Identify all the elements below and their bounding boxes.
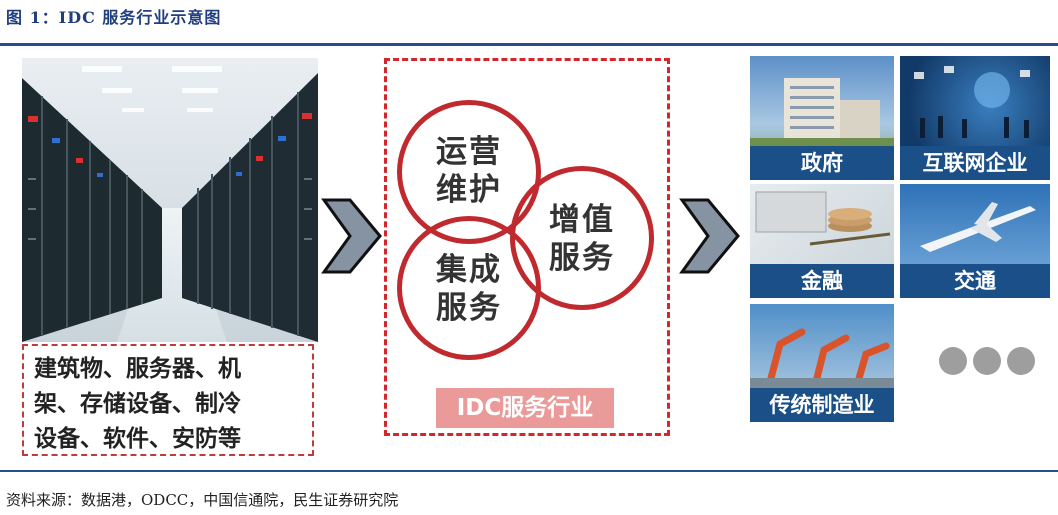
elements-line: 设备、软件、安防等 xyxy=(34,426,241,452)
chevron-right-icon xyxy=(321,198,382,274)
circle-label: 服务 xyxy=(549,240,615,276)
tile-transport: 交通 xyxy=(900,184,1050,298)
circle-label: 增值 xyxy=(549,202,615,238)
circle-operations: 运营 维护 xyxy=(397,100,541,244)
tile-label: 传统制造业 xyxy=(750,388,894,422)
tile-label: 金融 xyxy=(750,264,894,298)
circle-integration: 集成 服务 xyxy=(397,216,541,360)
figure-title: 图 1：IDC 服务行业示意图 xyxy=(6,8,222,27)
more-dot xyxy=(939,347,967,375)
government-building-icon xyxy=(750,78,894,146)
finance-icon xyxy=(755,191,891,246)
tile-label: 互联网企业 xyxy=(900,146,1050,180)
circle-label: 维护 xyxy=(436,172,502,208)
tile-finance: 金融 xyxy=(750,184,894,298)
source-note: 资料来源：数据港，ODCC，中国信通院，民生证券研究院 xyxy=(6,491,399,509)
elements-list: 建筑物、服务器、机 架、存储设备、制冷 设备、软件、安防等 xyxy=(22,344,314,456)
elements-line: 架、存储设备、制冷 xyxy=(34,391,241,417)
tile-government: 政府 xyxy=(750,56,894,180)
idc-industry-label: IDC服务行业 xyxy=(436,388,614,428)
circle-label: 运营 xyxy=(436,134,502,170)
idc-service-box xyxy=(384,58,670,436)
bottom-rule xyxy=(0,470,1058,472)
tile-internet: 互联网企业 xyxy=(900,56,1050,180)
robot-arm-icon xyxy=(750,328,894,388)
airplane-icon xyxy=(920,202,1036,252)
more-dot xyxy=(1007,347,1035,375)
datacenter-photo xyxy=(22,58,318,342)
network-people-icon xyxy=(914,66,1030,138)
tile-manufacturing: 传统制造业 xyxy=(750,304,894,422)
circle-label: 集成 xyxy=(436,252,502,288)
elements-line: 建筑物、服务器、机 xyxy=(34,356,241,382)
circle-label: 服务 xyxy=(436,290,502,326)
top-rule xyxy=(0,43,1058,46)
tile-label: 交通 xyxy=(900,264,1050,298)
chevron-right-icon xyxy=(679,198,740,274)
more-dot xyxy=(973,347,1001,375)
tile-label: 政府 xyxy=(750,146,894,180)
